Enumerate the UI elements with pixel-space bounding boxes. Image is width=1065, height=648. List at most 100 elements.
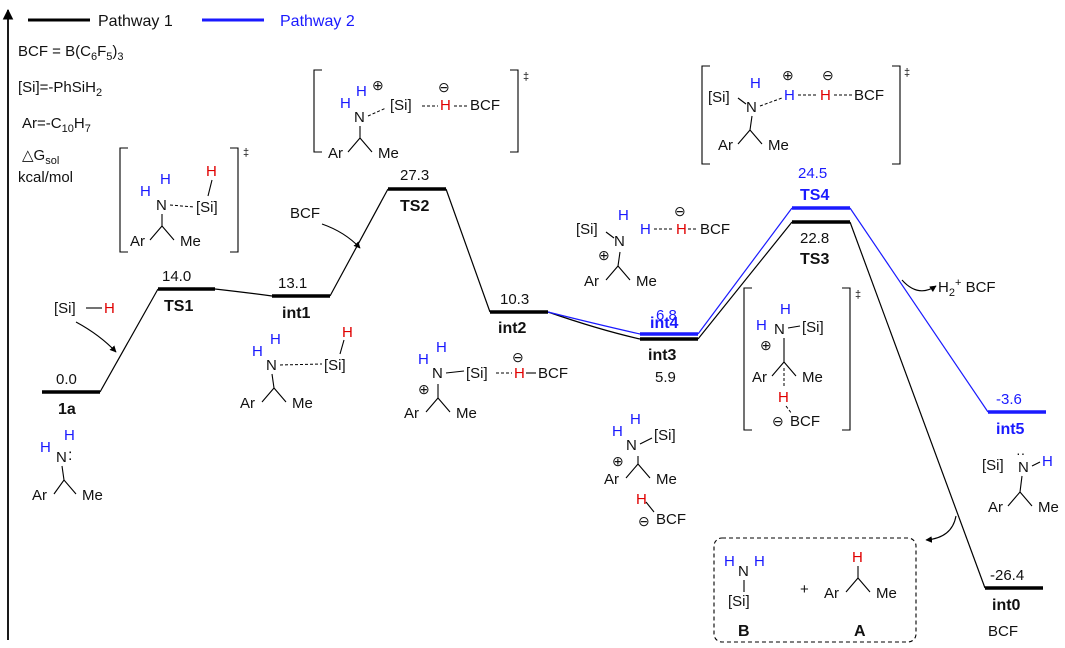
svg-text:‡: ‡ [904, 67, 910, 79]
svg-text:H: H [676, 221, 687, 238]
svg-text:H: H [756, 317, 767, 334]
name-ts3: TS3 [800, 251, 829, 268]
value-1a: 0.0 [56, 371, 77, 388]
svg-text:Ar: Ar [752, 369, 767, 386]
svg-text:N: N [56, 449, 67, 466]
svg-text:H: H [630, 411, 641, 428]
svg-text:H: H [754, 553, 765, 570]
svg-text:Ar: Ar [718, 137, 733, 154]
svg-text:H: H [640, 221, 651, 238]
structure-int5: [Si] N ·· H Ar Me [982, 445, 1059, 516]
note-g: △Gsol [22, 147, 59, 167]
svg-text:⊖: ⊖ [512, 349, 524, 365]
svg-text:⊖: ⊖ [822, 67, 834, 83]
name-ts1: TS1 [164, 298, 193, 315]
svg-text:Me: Me [292, 395, 313, 412]
svg-text:⊖: ⊖ [674, 203, 686, 219]
svg-text:⊕: ⊕ [782, 67, 794, 83]
value-ts3: 22.8 [800, 230, 829, 247]
svg-text:Ar: Ar [404, 405, 419, 422]
reagent-bcf-ts2: BCF [290, 205, 361, 249]
svg-text:N: N [626, 437, 637, 454]
svg-text:H: H [270, 331, 281, 348]
svg-text:A: A [854, 623, 866, 640]
svg-text:⊖: ⊖ [438, 79, 450, 95]
structure-int2: H H N ⊕ [Si] H ⊖ BCF Ar Me [404, 339, 568, 422]
svg-text:⊕: ⊕ [760, 337, 772, 353]
structure-ts4: ‡ [Si] H N ⊕ H H ⊖ BCF Ar Me [701, 65, 910, 165]
structure-int1: H H N [Si] H Ar Me [240, 324, 353, 412]
svg-text:Me: Me [180, 233, 201, 250]
svg-text:N: N [266, 357, 277, 374]
svg-text:Me: Me [636, 273, 657, 290]
structure-ts1: ‡ H H N [Si] H Ar Me [119, 147, 249, 253]
svg-text:Me: Me [1038, 499, 1059, 516]
pathway1-levels [42, 187, 1043, 590]
svg-text:+: + [800, 581, 809, 598]
note-units: kcal/mol [18, 169, 73, 186]
svg-text:N: N [738, 563, 749, 580]
legend-label-p2: Pathway 2 [280, 13, 355, 30]
svg-text:H: H [820, 87, 831, 104]
svg-text:Me: Me [82, 487, 103, 504]
structure-ts3: ‡ H H N ⊕ [Si] Ar Me H ⊖ BCF [743, 287, 861, 431]
svg-text:Ar: Ar [604, 471, 619, 488]
svg-text:[Si]: [Si] [802, 319, 824, 336]
svg-text:⊕: ⊕ [612, 453, 624, 469]
svg-text:H: H [64, 427, 75, 444]
svg-text:BCF: BCF [538, 365, 568, 382]
svg-text:Me: Me [768, 137, 789, 154]
note-ar: Ar=-C10H7 [22, 115, 91, 135]
svg-text:H: H [160, 171, 171, 188]
name-int1: int1 [282, 305, 311, 322]
value-int0: -26.4 [990, 567, 1024, 584]
svg-text:[Si]: [Si] [982, 457, 1004, 474]
svg-text:⊕: ⊕ [598, 247, 610, 263]
name-int3: int3 [648, 347, 677, 364]
value-int5: -3.6 [996, 391, 1022, 408]
sub-int0: BCF [988, 623, 1018, 640]
note-si: [Si]=-PhSiH2 [18, 79, 102, 99]
pathway2-connectors [547, 207, 989, 413]
value-int4: 6.8 [656, 307, 677, 324]
value-int1: 13.1 [278, 275, 307, 292]
value-ts1: 14.0 [162, 268, 191, 285]
svg-text:N: N [1018, 459, 1029, 476]
svg-text:Me: Me [802, 369, 823, 386]
svg-text:⊖: ⊖ [772, 413, 784, 429]
name-ts4: TS4 [800, 187, 829, 204]
svg-text:Ar: Ar [824, 585, 839, 602]
svg-text:H: H [1042, 453, 1053, 470]
svg-text:[Si]: [Si] [708, 89, 730, 106]
svg-text:BCF: BCF [700, 221, 730, 238]
svg-text:H: H [784, 87, 795, 104]
svg-text:[Si]: [Si] [196, 199, 218, 216]
product-arrow [925, 515, 957, 543]
svg-text:H: H [780, 301, 791, 318]
name-int0: int0 [992, 597, 1021, 614]
svg-text:Ar: Ar [240, 395, 255, 412]
svg-text:[Si]: [Si] [54, 300, 76, 317]
svg-text:H: H [340, 95, 351, 112]
name-1a: 1a [58, 401, 76, 418]
pathway1-connectors [99, 188, 986, 589]
svg-text:[Si]: [Si] [654, 427, 676, 444]
svg-text:H2+ BCF: H2+ BCF [938, 277, 996, 299]
svg-text:BCF: BCF [656, 511, 686, 528]
svg-text:H: H [104, 300, 115, 317]
svg-text::: : [68, 447, 72, 464]
name-int4: int4 [650, 315, 679, 332]
svg-text:[Si]: [Si] [576, 221, 598, 238]
svg-text:‡: ‡ [855, 289, 861, 301]
name-ts2: TS2 [400, 198, 429, 215]
value-int2: 10.3 [500, 291, 529, 308]
reagent-sih: [Si] H [54, 300, 117, 353]
svg-text:Ar: Ar [328, 145, 343, 162]
svg-text:H: H [436, 339, 447, 356]
svg-text:H: H [778, 389, 789, 406]
svg-text:H: H [852, 549, 863, 566]
svg-text:H: H [618, 207, 629, 224]
svg-text:⊖: ⊖ [638, 513, 650, 529]
legend-label-p1: Pathway 1 [98, 13, 173, 30]
svg-text:[Si]: [Si] [390, 97, 412, 114]
